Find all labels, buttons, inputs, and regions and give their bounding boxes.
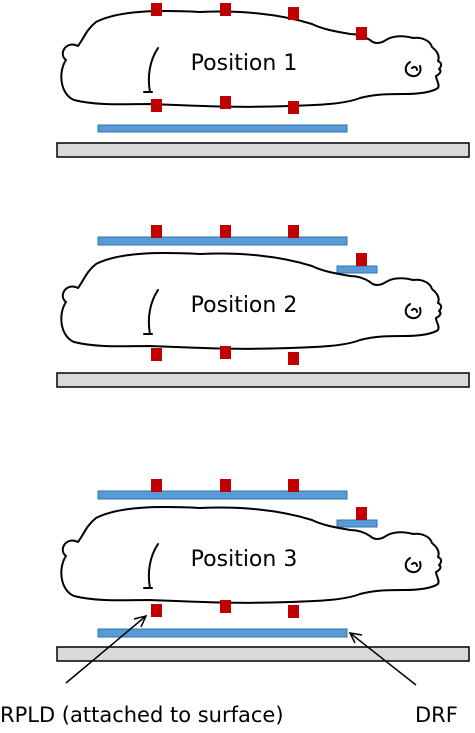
drf-detector-neck xyxy=(336,265,378,274)
position-label: Position 3 xyxy=(191,547,298,572)
position-label: Position 2 xyxy=(191,293,298,318)
rpld-dosimeter xyxy=(151,479,162,492)
table-surface xyxy=(56,372,470,388)
rpld-callout-arrow xyxy=(65,614,148,684)
rpld-dosimeter xyxy=(288,479,299,492)
rpld-dosimeter xyxy=(356,27,367,40)
drf-callout-arrow xyxy=(348,632,417,686)
rpld-dosimeter xyxy=(288,352,299,365)
rpld-dosimeter xyxy=(288,101,299,114)
rpld-dosimeter xyxy=(220,600,231,613)
rpld-dosimeter xyxy=(151,99,162,112)
rpld-dosimeter xyxy=(356,507,367,520)
rpld-dosimeter xyxy=(220,3,231,16)
table-surface xyxy=(56,646,470,662)
position-label: Position 1 xyxy=(191,51,298,76)
panel-position-1: Position 1 xyxy=(56,3,470,158)
table-surface xyxy=(56,142,470,158)
drf-detector-plate xyxy=(97,236,348,246)
rpld-dosimeter xyxy=(288,605,299,618)
drf-detector-plate xyxy=(97,628,348,638)
rpld-dosimeter xyxy=(151,604,162,617)
rpld-dosimeter xyxy=(220,346,231,359)
panel-position-2: Position 2 xyxy=(56,225,470,388)
drf-detector-plate xyxy=(97,490,348,500)
rpld-dosimeter xyxy=(288,7,299,20)
panel-position-3: Position 3 xyxy=(56,479,470,662)
rpld-callout-label: RPLD (attached to surface) xyxy=(0,703,284,727)
drf-detector-plate xyxy=(97,124,348,133)
rpld-dosimeter xyxy=(151,225,162,238)
rpld-dosimeter xyxy=(288,225,299,238)
rpld-dosimeter xyxy=(151,348,162,361)
rpld-dosimeter xyxy=(151,3,162,16)
rpld-dosimeter xyxy=(220,225,231,238)
rpld-dosimeter xyxy=(220,96,231,109)
drf-detector-neck xyxy=(336,519,378,528)
rpld-dosimeter xyxy=(220,479,231,492)
drf-callout-label: DRF xyxy=(415,703,458,727)
rpld-dosimeter xyxy=(356,253,367,266)
